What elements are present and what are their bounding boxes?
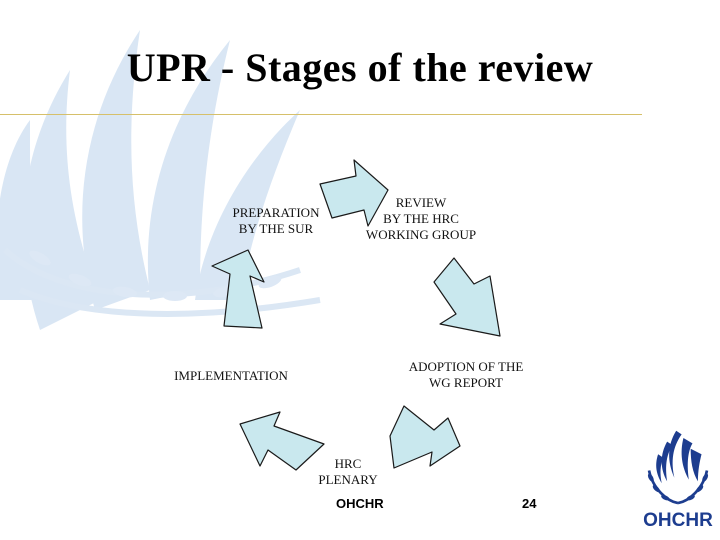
page-number: 24 [522,496,537,511]
footer-org: OHCHR [336,496,384,511]
un-emblem-watermark-icon [0,30,321,330]
stage-implementation: IMPLEMENTATION [174,368,288,383]
arrow-plenary-to-implementation-icon [239,411,325,471]
arrow-preparation-to-review-icon [319,159,389,227]
title-divider [0,114,642,115]
arrow-adoption-to-plenary-icon [389,405,461,469]
slide-title: UPR - Stages of the review [126,45,594,90]
un-human-rights-emblem-icon [647,430,709,505]
stage-plenary: HRC PLENARY [318,456,378,487]
arrow-review-to-adoption-icon [433,257,501,337]
stage-review: REVIEW BY THE HRC WORKING GROUP [365,195,477,242]
arrow-implementation-to-preparation-icon [211,249,265,329]
stage-adoption: ADOPTION OF THE WG REPORT [408,359,524,390]
logo-text: OHCHR [643,510,713,531]
ohchr-logo: OHCHR [636,424,720,540]
stage-preparation: PREPARATION BY THE SUR [232,205,320,236]
